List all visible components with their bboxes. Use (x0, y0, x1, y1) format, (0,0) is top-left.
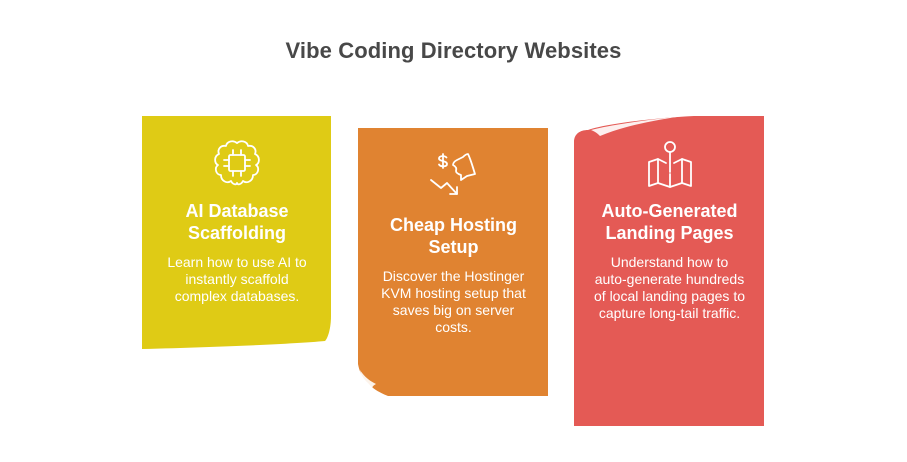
card-ai-database-scaffolding: AI Database Scaffolding Learn how to use… (142, 116, 332, 349)
map-pin-icon (647, 141, 692, 188)
card-background (358, 128, 548, 396)
cost-down-server-icon (429, 153, 476, 195)
card-shape (574, 116, 764, 426)
diagram-title: Vibe Coding Directory Websites (285, 38, 622, 63)
card-cheap-hosting-setup: Cheap Hosting Setup Discover the Hosting… (358, 128, 549, 397)
card-title: AI Database Scaffolding (185, 201, 289, 243)
card-shape (142, 116, 331, 349)
card-title: Auto-Generated Landing Pages (601, 201, 738, 243)
card-description: Understand how to auto-generate hundreds… (594, 254, 745, 321)
card-description: Discover the Hostinger KVM hosting setup… (381, 268, 526, 335)
card-auto-generated-landing-pages: Auto-Generated Landing Pages Understand … (574, 116, 765, 427)
page-curl (360, 370, 376, 394)
card-description: Learn how to use AI to instantly scaffol… (167, 254, 307, 304)
brain-chip-icon (214, 140, 260, 186)
card-title: Cheap Hosting Setup (389, 215, 517, 257)
card-background (574, 116, 764, 426)
card-shape (358, 128, 548, 396)
card-background (142, 116, 331, 349)
page-curl (591, 116, 684, 136)
